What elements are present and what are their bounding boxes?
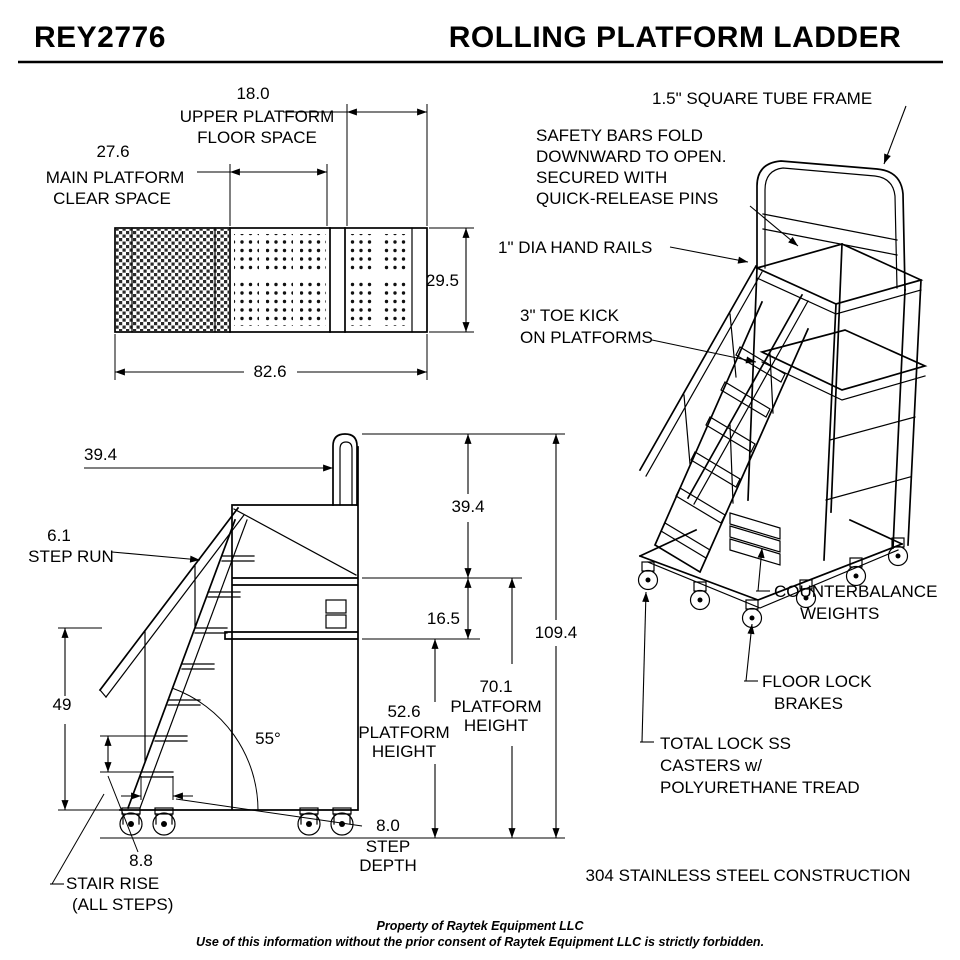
side-extension-lines xyxy=(58,433,565,811)
dim-upper-platform-height: 70.1 xyxy=(479,677,512,696)
side-view: 39.4 6.1 STEP RUN 39.4 16.5 109.4 70.1 P… xyxy=(28,433,578,914)
callout-safety-bars-4: QUICK-RELEASE PINS xyxy=(536,189,718,208)
footer-line-2: Use of this information without the prio… xyxy=(196,935,764,949)
callout-hand-rails: 1" DIA HAND RAILS xyxy=(498,238,652,257)
part-number: REY2776 xyxy=(34,21,166,54)
dim-stair-angle: 55° xyxy=(255,729,281,748)
angle-arc xyxy=(171,687,259,811)
footer-line-1: Property of Raytek Equipment LLC xyxy=(377,919,585,933)
label-step-run: STEP RUN xyxy=(28,547,114,566)
dim-handrail-height: 39.4 xyxy=(84,445,117,464)
stair-handrail xyxy=(98,506,240,692)
counterweight-side xyxy=(325,599,347,614)
callout-floor-lock-1: FLOOR LOCK xyxy=(762,672,872,691)
label-main-platform-height-1: PLATFORM xyxy=(358,723,449,742)
leader-toe-kick xyxy=(651,339,757,364)
platform-outline xyxy=(114,227,428,333)
counterweights-iso xyxy=(729,512,781,566)
caster-side-1 xyxy=(119,807,143,836)
dim-platform-width: 29.5 xyxy=(426,271,459,290)
label-upper-floor-space-2: FLOOR SPACE xyxy=(197,128,317,147)
callout-casters-2: CASTERS w/ xyxy=(660,756,762,775)
main-platform xyxy=(759,329,928,391)
callout-casters-3: POLYURETHANE TREAD xyxy=(660,778,860,797)
leader-step-run xyxy=(111,551,201,563)
leader-casters xyxy=(641,591,650,743)
leader-safety-bars xyxy=(749,205,799,247)
callout-safety-bars-1: SAFETY BARS FOLD xyxy=(536,126,703,145)
callout-safety-bars-3: SECURED WITH xyxy=(536,168,667,187)
caster-side-2 xyxy=(152,807,176,836)
dim-guardrail-height: 39.4 xyxy=(451,497,484,516)
dim-stair-rise: 8.8 xyxy=(129,851,153,870)
callout-tube-frame: 1.5" SQUARE TUBE FRAME xyxy=(652,89,872,108)
label-step-depth-1: STEP xyxy=(366,837,410,856)
iso-view: 1.5" SQUARE TUBE FRAME SAFETY BARS FOLD … xyxy=(498,89,937,885)
caster-side-3 xyxy=(297,807,321,836)
label-main-clear-space-2: CLEAR SPACE xyxy=(53,189,171,208)
label-stair-rise-2: (ALL STEPS) xyxy=(72,895,173,914)
callout-casters-1: TOTAL LOCK SS xyxy=(660,734,791,753)
safety-bars xyxy=(762,213,898,256)
dim-main-clear-space: 27.6 xyxy=(96,142,129,161)
note-construction: 304 STAINLESS STEEL CONSTRUCTION xyxy=(586,866,911,885)
callout-safety-bars-2: DOWNWARD TO OPEN. xyxy=(536,147,726,166)
casters-iso xyxy=(637,537,909,629)
dim-main-platform-height: 52.6 xyxy=(387,702,420,721)
label-step-depth-2: DEPTH xyxy=(359,856,417,875)
leader-hand-rails xyxy=(669,246,749,264)
extension-lines xyxy=(114,104,474,380)
label-stair-rise-1: STAIR RISE xyxy=(66,874,159,893)
iso-stringers xyxy=(653,300,810,574)
label-main-platform-height-2: HEIGHT xyxy=(372,742,436,761)
diamond-plate-area xyxy=(116,229,229,331)
leader-floor-lock xyxy=(745,623,755,682)
top-view: 18.0 UPPER PLATFORM FLOOR SPACE 27.6 MAI… xyxy=(46,84,474,381)
handrail-hook xyxy=(332,433,358,506)
stair-treads xyxy=(140,555,255,778)
callout-counterbalance-1: COUNTERBALANCE xyxy=(774,582,937,601)
callout-counterbalance-2: WEIGHTS xyxy=(800,604,879,623)
footer-note: Property of Raytek Equipment LLC Use of … xyxy=(196,919,764,949)
rear-posts xyxy=(747,243,922,561)
iso-handrails xyxy=(638,264,804,500)
callout-toe-kick-2: ON PLATFORMS xyxy=(520,328,653,347)
dim-step-run: 6.1 xyxy=(47,526,71,545)
drawing-header: REY2776 ROLLING PLATFORM LADDER xyxy=(18,21,943,64)
callout-floor-lock-2: BRAKES xyxy=(774,694,843,713)
label-upper-floor-space-1: UPPER PLATFORM xyxy=(180,107,335,126)
label-upper-platform-height-2: HEIGHT xyxy=(464,716,528,735)
frame-rails xyxy=(825,416,916,501)
dim-overall-height: 109.4 xyxy=(535,623,578,642)
dim-platform-gap: 16.5 xyxy=(427,609,460,628)
leader-tube-frame xyxy=(883,105,907,165)
drawing-title: ROLLING PLATFORM LADDER xyxy=(449,21,902,54)
side-frame xyxy=(119,446,359,811)
label-upper-platform-height-1: PLATFORM xyxy=(450,697,541,716)
dim-overall-length: 82.6 xyxy=(253,362,286,381)
dim-step-depth: 8.0 xyxy=(376,816,400,835)
dim-upper-floor-space: 18.0 xyxy=(236,84,269,103)
dim-handrail-low-height: 49 xyxy=(53,695,72,714)
label-main-clear-space-1: MAIN PLATFORM xyxy=(46,168,185,187)
callout-toe-kick-1: 3" TOE KICK xyxy=(520,306,620,325)
safety-cage xyxy=(756,160,906,291)
diagonal-brace xyxy=(233,508,357,576)
leader-counterbalance xyxy=(757,547,765,592)
